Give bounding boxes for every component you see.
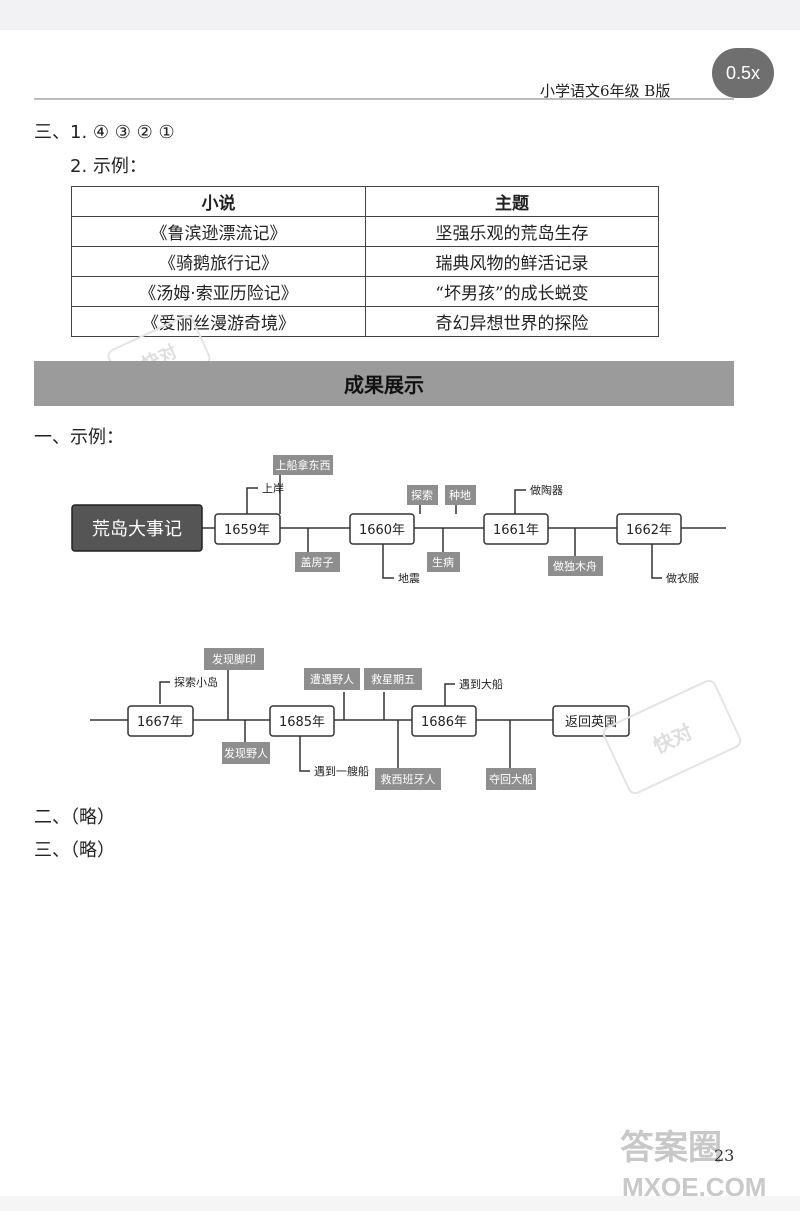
event-tag	[486, 768, 536, 790]
event-label: 遇到大船	[459, 677, 503, 691]
table-cell: 《骑鹅旅行记》	[71, 246, 366, 277]
event-label: 做陶器	[530, 483, 563, 497]
table-row: 《汤姆·索亚历险记》 “坏男孩”的成长蜕变	[71, 276, 659, 307]
event-label: 上船拿东西	[276, 458, 331, 472]
year-box	[616, 513, 682, 545]
event-label: 夺回大船	[489, 772, 533, 786]
top-bar	[0, 0, 800, 30]
event-tag	[407, 485, 438, 505]
year-box	[214, 513, 281, 545]
year-label: 1660年	[359, 523, 405, 538]
bottom-bar	[0, 1196, 800, 1211]
year-label: 1667年	[137, 715, 183, 730]
event-tag	[375, 768, 441, 790]
answer-3-2-label: 2. 示例：	[70, 156, 147, 177]
event-label: 上岸	[262, 482, 284, 495]
section-banner: 成果展示	[34, 361, 734, 406]
event-tag	[364, 668, 422, 690]
table-row: 《鲁滨逊漂流记》 坚强乐观的荒岛生存	[71, 216, 659, 247]
playback-speed-button[interactable]: 0.5x	[712, 48, 774, 98]
part1-label: 一、示例：	[34, 427, 124, 448]
event-label: 地震	[398, 572, 420, 585]
table-row: 《骑鹅旅行记》 瑞典风物的鲜活记录	[71, 246, 659, 277]
event-label: 遭遇野人	[310, 672, 354, 686]
answer-3-1: 三、1. ④ ③ ② ①	[34, 122, 175, 143]
year-label: 1661年	[493, 523, 539, 538]
table-header-row: 小说 主题	[71, 186, 659, 217]
event-tag	[445, 485, 476, 505]
book-title: 小学语文6年级 B版	[540, 82, 671, 100]
year-label: 1659年	[224, 523, 270, 538]
table-cell: 《鲁滨逊漂流记》	[71, 216, 366, 247]
event-label: 探索小岛	[174, 675, 218, 689]
year-box	[127, 705, 194, 737]
column-header-novel: 小说	[71, 186, 366, 217]
table-cell: 坚强乐观的荒岛生存	[365, 216, 659, 247]
event-label: 做独木舟	[553, 559, 597, 573]
table-cell: 瑞典风物的鲜活记录	[365, 246, 659, 277]
table-cell: 《汤姆·索亚历险记》	[71, 276, 366, 307]
event-tag	[304, 668, 360, 690]
event-label: 生病	[432, 555, 454, 569]
header-divider	[34, 98, 734, 100]
end-box	[552, 705, 630, 737]
timeline-title-box	[71, 504, 203, 552]
event-tag	[204, 648, 264, 670]
year-label: 1662年	[626, 523, 672, 538]
column-header-theme: 主题	[365, 186, 659, 217]
page-number: 23	[714, 1146, 735, 1165]
event-label: 救西班牙人	[381, 772, 436, 786]
event-tag	[548, 556, 603, 576]
event-label: 种地	[449, 488, 471, 502]
event-tag	[222, 742, 270, 764]
table-cell: “坏男孩”的成长蜕变	[365, 276, 659, 307]
table-cell: 《爱丽丝漫游奇境》	[71, 306, 366, 337]
event-label: 做衣服	[666, 571, 699, 585]
year-box	[411, 705, 477, 737]
end-label: 返回英国	[565, 715, 617, 730]
event-tag	[295, 552, 340, 572]
event-label: 探索	[411, 488, 433, 502]
event-label: 遇到一艘船	[314, 764, 369, 778]
event-label: 发现野人	[224, 746, 268, 760]
table-cell: 奇幻异想世界的探险	[365, 306, 659, 337]
part3-text: 三、（略）	[34, 840, 115, 861]
year-box	[349, 513, 415, 545]
event-label: 发现脚印	[212, 652, 256, 666]
event-label: 救星期五	[371, 672, 415, 686]
timeline-title: 荒岛大事记	[92, 519, 182, 540]
novel-theme-table: 小说 主题 《鲁滨逊漂流记》 坚强乐观的荒岛生存 《骑鹅旅行记》 瑞典风物的鲜活…	[71, 186, 659, 337]
year-box	[483, 513, 549, 545]
year-box	[269, 705, 335, 737]
part2-text: 二、（略）	[34, 807, 115, 828]
event-tag	[273, 455, 333, 475]
event-tag	[427, 552, 460, 572]
year-label: 1685年	[279, 715, 325, 730]
timeline-diagram: 荒岛大事记 1659年 1660年 1661年 1662年 上船拿东西 盖房子 …	[71, 455, 726, 790]
watermark-logo: 答案圈	[620, 1129, 722, 1167]
table-row: 《爱丽丝漫游奇境》 奇幻异想世界的探险	[71, 306, 659, 337]
event-label: 盖房子	[301, 555, 334, 569]
year-label: 1686年	[421, 715, 467, 730]
